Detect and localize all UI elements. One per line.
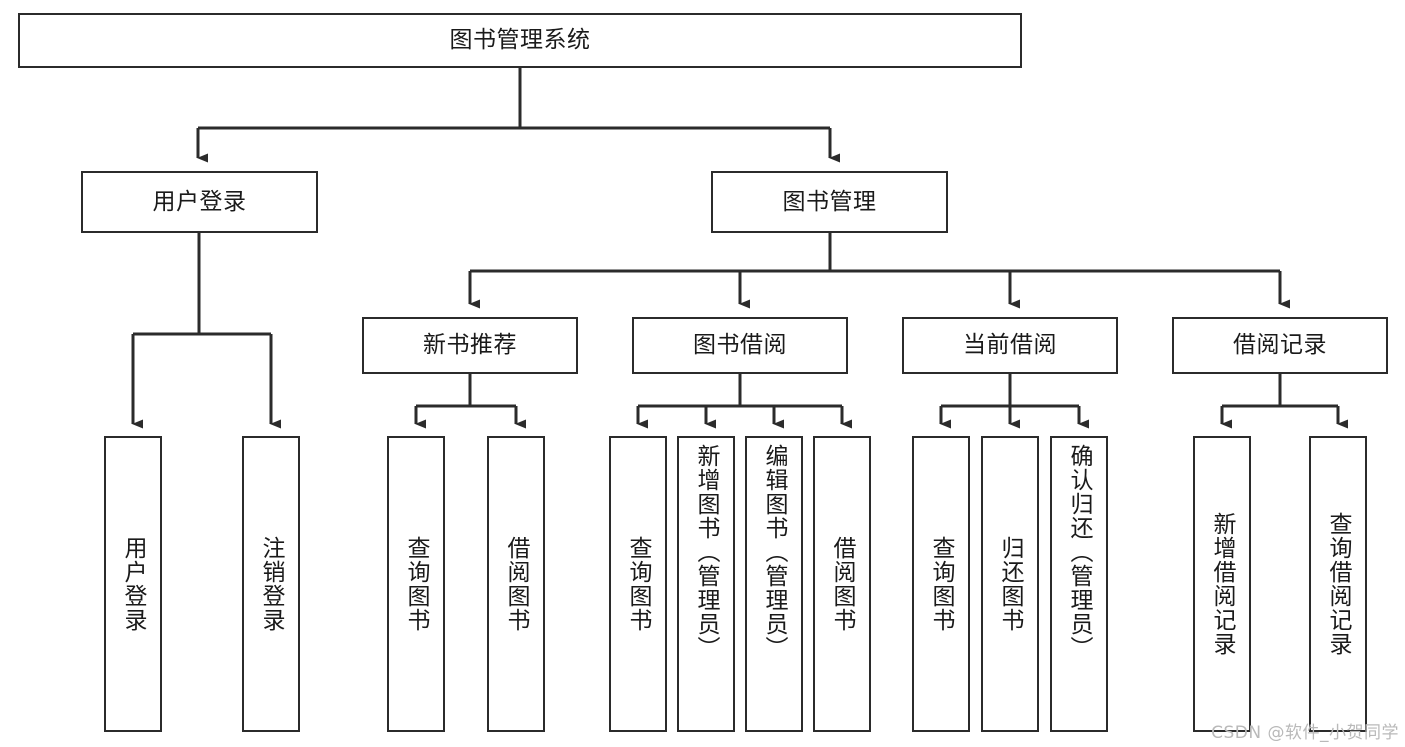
node-leaf-query-book-2[interactable]: 查询图书 — [609, 436, 667, 732]
node-label: 图书管理 — [782, 188, 877, 215]
node-label: 查询图书 — [403, 536, 430, 632]
node-label: 注销登录 — [258, 536, 285, 632]
node-label: 新增图书（管理员） — [693, 444, 720, 660]
node-leaf-return-book[interactable]: 归还图书 — [981, 436, 1039, 732]
csdn-watermark: CSDN @软件_小贺同学 — [1211, 723, 1399, 743]
node-borrow-record[interactable]: 借阅记录 — [1172, 317, 1388, 374]
node-book-management[interactable]: 图书管理 — [711, 171, 948, 233]
node-label: 查询借阅记录 — [1325, 512, 1352, 656]
node-user-login[interactable]: 用户登录 — [81, 171, 318, 233]
node-label: 当前借阅 — [963, 332, 1057, 359]
node-leaf-query-book-3[interactable]: 查询图书 — [912, 436, 970, 732]
node-label: 借阅记录 — [1233, 332, 1327, 359]
node-leaf-edit-book[interactable]: 编辑图书（管理员） — [745, 436, 803, 732]
node-leaf-add-book[interactable]: 新增图书（管理员） — [677, 436, 735, 732]
node-leaf-confirm-return[interactable]: 确认归还（管理员） — [1050, 436, 1108, 732]
node-label: 查询图书 — [625, 536, 652, 632]
node-label: 新书推荐 — [423, 332, 517, 359]
node-label: 编辑图书（管理员） — [761, 444, 788, 660]
node-label: 用户登录 — [120, 536, 147, 632]
node-leaf-add-borrow-record[interactable]: 新增借阅记录 — [1193, 436, 1251, 732]
node-label: 新增借阅记录 — [1209, 512, 1236, 656]
node-book-borrow[interactable]: 图书借阅 — [632, 317, 848, 374]
node-leaf-borrow-book-2[interactable]: 借阅图书 — [813, 436, 871, 732]
node-new-book-recommend[interactable]: 新书推荐 — [362, 317, 578, 374]
node-current-borrow[interactable]: 当前借阅 — [902, 317, 1118, 374]
node-label: 借阅图书 — [503, 536, 530, 632]
node-leaf-query-book-1[interactable]: 查询图书 — [387, 436, 445, 732]
node-label: 用户登录 — [152, 188, 247, 215]
node-leaf-user-logout[interactable]: 注销登录 — [242, 436, 300, 732]
node-label: 查询图书 — [928, 536, 955, 632]
node-leaf-query-borrow-record[interactable]: 查询借阅记录 — [1309, 436, 1367, 732]
node-label: 图书借阅 — [693, 332, 787, 359]
node-leaf-borrow-book-1[interactable]: 借阅图书 — [487, 436, 545, 732]
node-root-book-management-system[interactable]: 图书管理系统 — [18, 13, 1022, 68]
node-label: 归还图书 — [997, 536, 1024, 632]
node-label: 确认归还（管理员） — [1066, 444, 1093, 660]
node-label: 借阅图书 — [829, 536, 856, 632]
node-leaf-user-login[interactable]: 用户登录 — [104, 436, 162, 732]
node-label: 图书管理系统 — [449, 27, 591, 54]
